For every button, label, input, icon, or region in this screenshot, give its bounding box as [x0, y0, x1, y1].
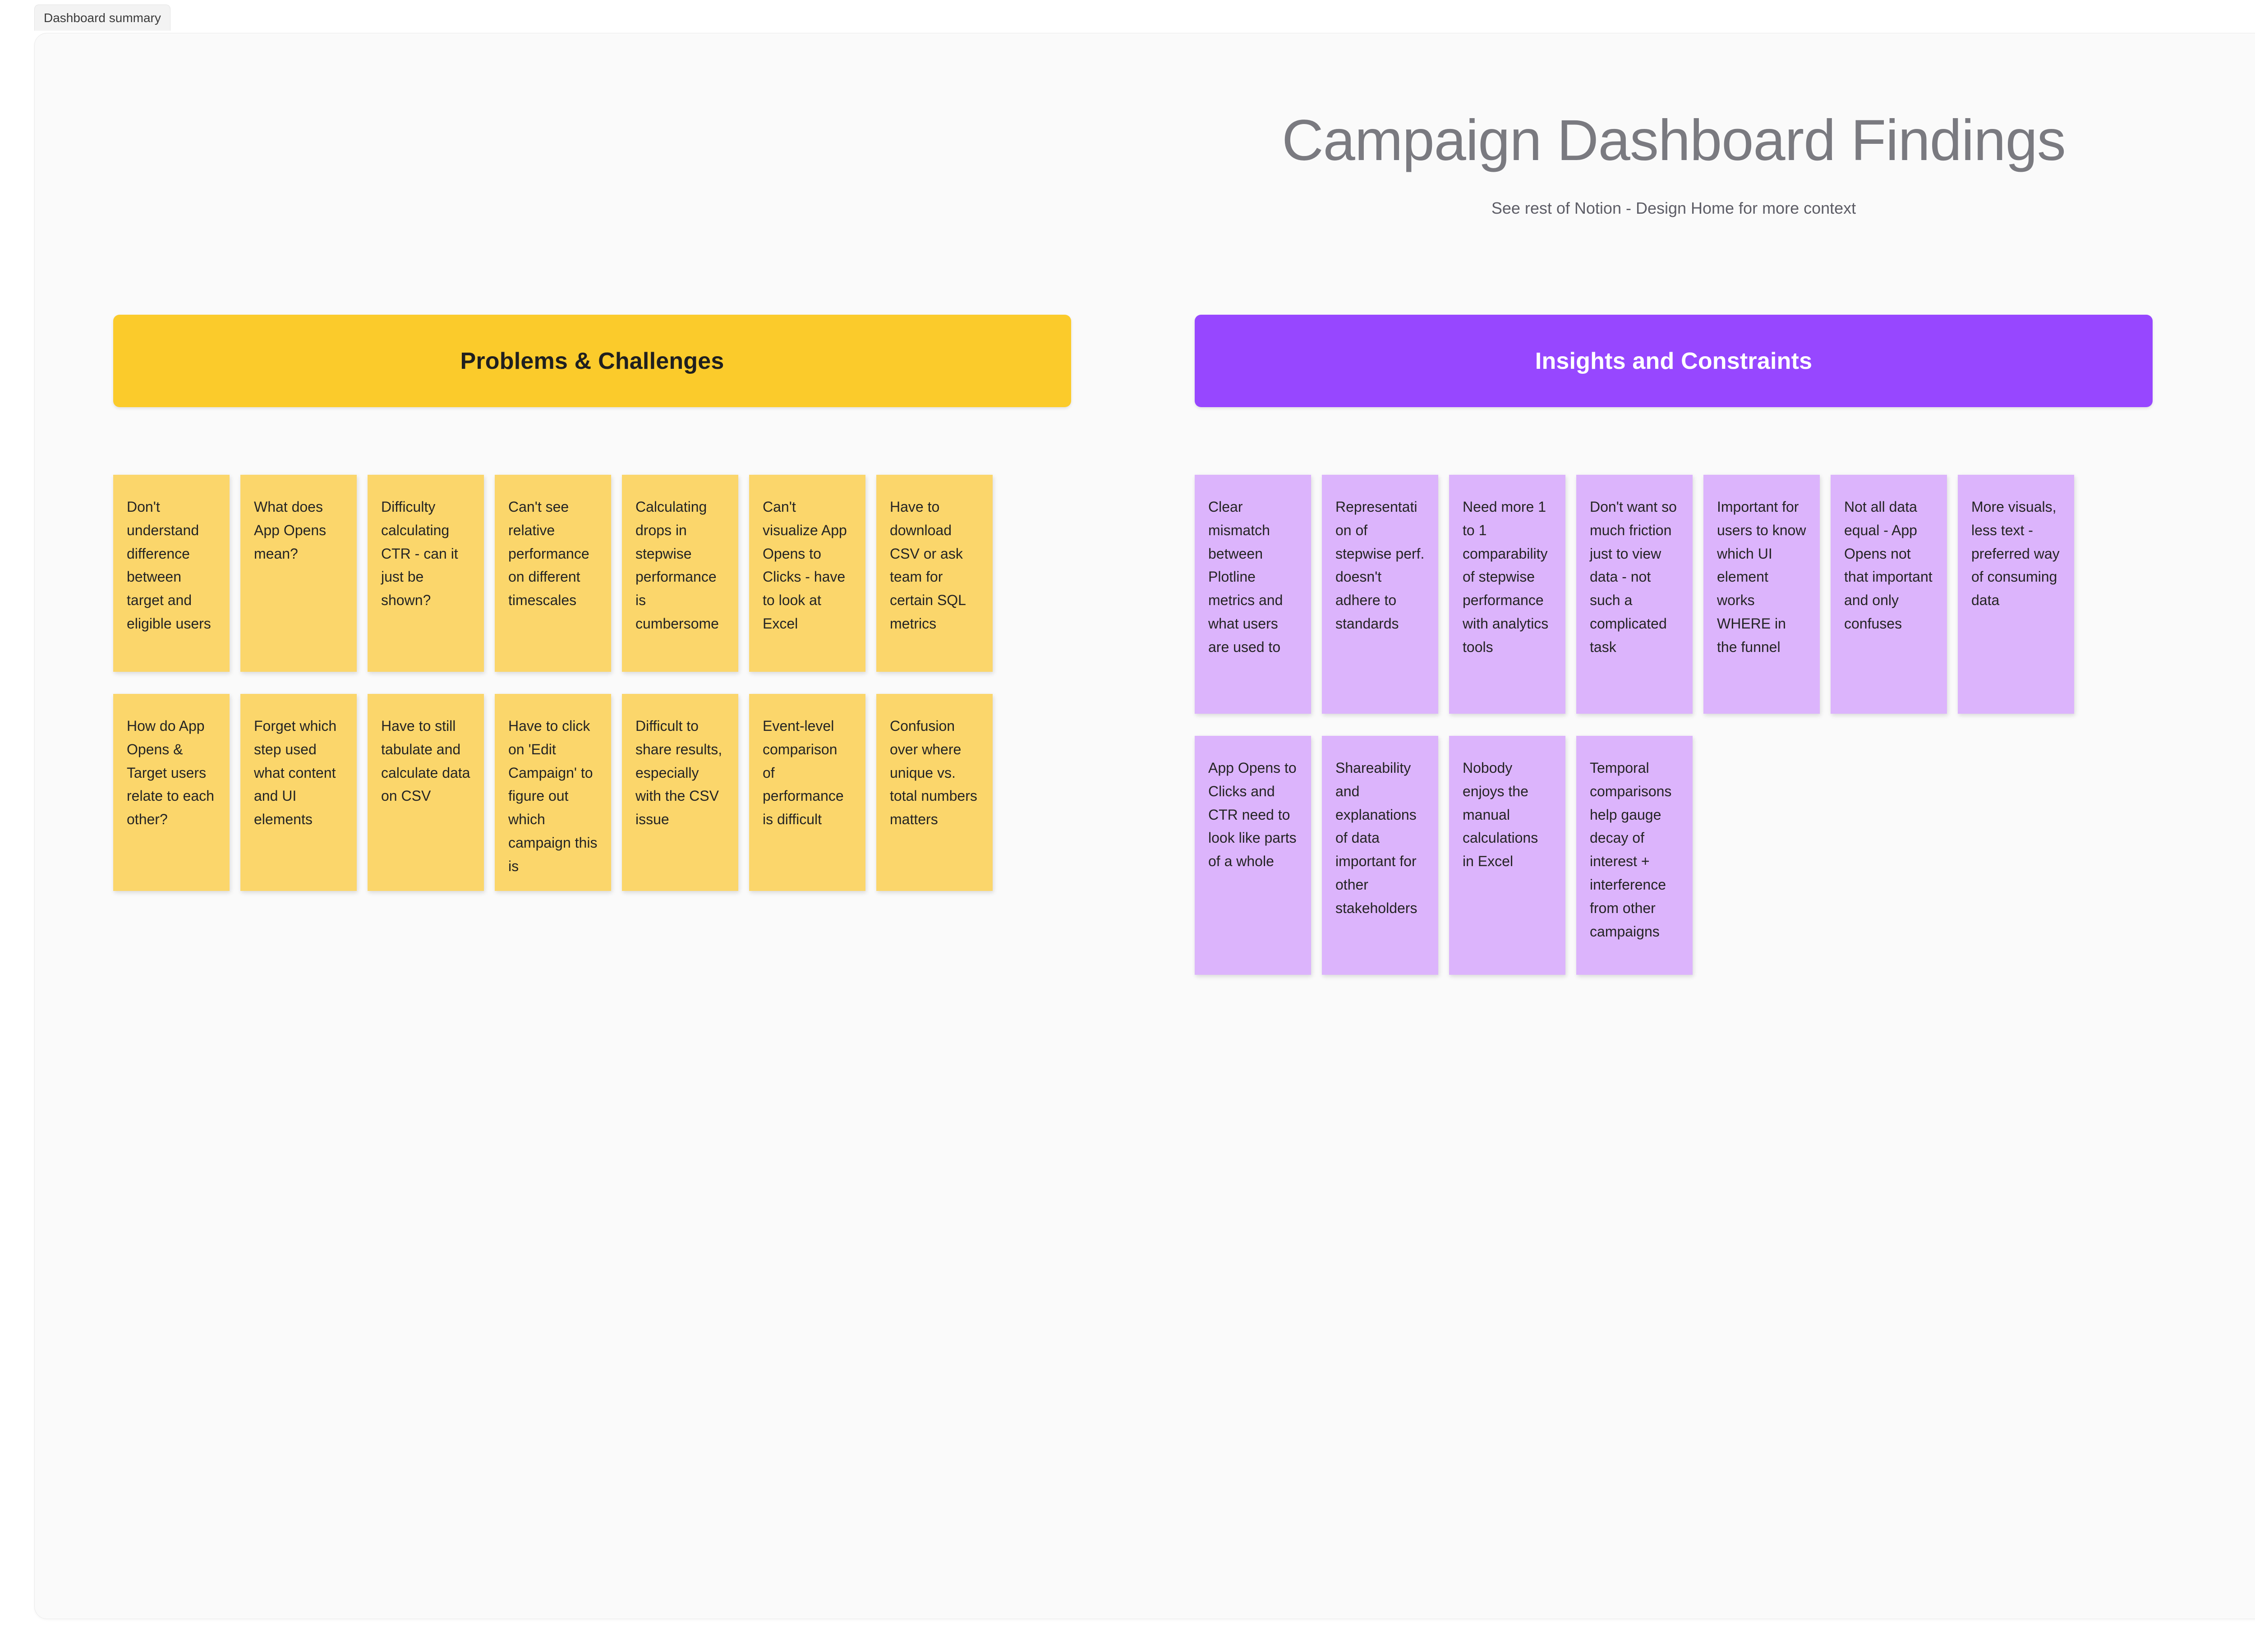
sticky-note[interactable]: Important for users to know which UI ele… [1703, 475, 1820, 714]
notes-grid-insights-and-constraints: Clear mismatch between Plotline metrics … [1195, 475, 2153, 975]
sticky-note[interactable]: Can't see relative performance on differ… [495, 475, 611, 672]
sticky-note-text: Need more 1 to 1 comparability of stepwi… [1463, 499, 1549, 655]
sticky-note[interactable]: Need more 1 to 1 comparability of stepwi… [1449, 475, 1565, 714]
sticky-note-text: Have to click on 'Edit Campaign' to figu… [508, 718, 598, 874]
sticky-note-text: Important for users to know which UI ele… [1717, 499, 1806, 655]
sticky-note[interactable]: Have to click on 'Edit Campaign' to figu… [495, 694, 611, 891]
sticky-note-text: Confusion over where unique vs. total nu… [890, 718, 977, 828]
sticky-note[interactable]: Not all data equal - App Opens not that … [1831, 475, 1947, 714]
sticky-note-text: Shareability and explanations of data im… [1335, 760, 1417, 916]
sticky-note[interactable]: What does App Opens mean? [240, 475, 357, 672]
sticky-note-text: Can't visualize App Opens to Clicks - ha… [763, 499, 847, 632]
sticky-note-text: More visuals, less text - preferred way … [1971, 499, 2060, 609]
page-title: Campaign Dashboard Findings [1282, 108, 2066, 173]
frame-tab-label: Dashboard summary [44, 10, 161, 25]
sticky-note-text: App Opens to Clicks and CTR need to look… [1208, 760, 1297, 870]
column-header-problems-and-challenges[interactable]: Problems & Challenges [113, 315, 1071, 407]
sticky-note-text: Event-level comparison of performance is… [763, 718, 844, 828]
sticky-note[interactable]: More visuals, less text - preferred way … [1958, 475, 2074, 714]
board-header: Campaign Dashboard Findings See rest of … [35, 33, 2255, 218]
column-header-label: Insights and Constraints [1535, 348, 1813, 374]
sticky-note[interactable]: Can't visualize App Opens to Clicks - ha… [749, 475, 865, 672]
frame-tab[interactable]: Dashboard summary [34, 5, 170, 31]
sticky-note[interactable]: Difficult to share results, especially w… [622, 694, 738, 891]
sticky-note[interactable]: Forget which step used what content and … [240, 694, 357, 891]
sticky-note[interactable]: Clear mismatch between Plotline metrics … [1195, 475, 1311, 714]
sticky-note-text: Difficult to share results, especially w… [635, 718, 723, 828]
page-subtitle: See rest of Notion - Design Home for mor… [1491, 198, 1856, 217]
sticky-note-text: Calculating drops in stepwise performanc… [635, 499, 719, 632]
sticky-note[interactable]: Confusion over where unique vs. total nu… [876, 694, 993, 891]
sticky-note[interactable]: Representation of stepwise perf. doesn't… [1322, 475, 1438, 714]
sticky-note[interactable]: App Opens to Clicks and CTR need to look… [1195, 736, 1311, 975]
sticky-note[interactable]: Have to download CSV or ask team for cer… [876, 475, 993, 672]
column-header-insights-and-constraints[interactable]: Insights and Constraints [1195, 315, 2153, 407]
sticky-note-text: Have to still tabulate and calculate dat… [381, 718, 470, 804]
sticky-note-text: Clear mismatch between Plotline metrics … [1208, 499, 1283, 655]
sticky-note[interactable]: Don't understand difference between targ… [113, 475, 230, 672]
sticky-note-text: What does App Opens mean? [254, 499, 327, 562]
sticky-note-text: Don't want so much friction just to view… [1590, 499, 1677, 655]
sticky-note-text: Don't understand difference between targ… [127, 499, 211, 632]
sticky-note-text: Can't see relative performance on differ… [508, 499, 589, 609]
column-header-label: Problems & Challenges [460, 348, 724, 374]
sticky-note-text: Not all data equal - App Opens not that … [1844, 499, 1933, 632]
sticky-note[interactable]: Have to still tabulate and calculate dat… [368, 694, 484, 891]
sticky-note[interactable]: Shareability and explanations of data im… [1322, 736, 1438, 975]
sticky-note-text: How do App Opens & Target users relate t… [127, 718, 214, 828]
board-canvas[interactable]: Campaign Dashboard Findings See rest of … [34, 33, 2255, 1619]
sticky-note-text: Representation of stepwise perf. doesn't… [1335, 499, 1425, 632]
sticky-note[interactable]: Difficulty calculating CTR - can it just… [368, 475, 484, 672]
sticky-note[interactable]: Calculating drops in stepwise performanc… [622, 475, 738, 672]
sticky-note-text: Temporal comparisons help gauge decay of… [1590, 760, 1672, 940]
sticky-note-text: Difficulty calculating CTR - can it just… [381, 499, 458, 609]
sticky-note[interactable]: How do App Opens & Target users relate t… [113, 694, 230, 891]
sticky-note-text: Forget which step used what content and … [254, 718, 337, 828]
sticky-note[interactable]: Temporal comparisons help gauge decay of… [1576, 736, 1693, 975]
sticky-note-text: Have to download CSV or ask team for cer… [890, 499, 966, 632]
sticky-note[interactable]: Event-level comparison of performance is… [749, 694, 865, 891]
sticky-note[interactable]: Nobody enjoys the manual calculations in… [1449, 736, 1565, 975]
sticky-note-text: Nobody enjoys the manual calculations in… [1463, 760, 1538, 870]
notes-grid-problems-and-challenges: Don't understand difference between targ… [113, 475, 1071, 891]
sticky-note[interactable]: Don't want so much friction just to view… [1576, 475, 1693, 714]
